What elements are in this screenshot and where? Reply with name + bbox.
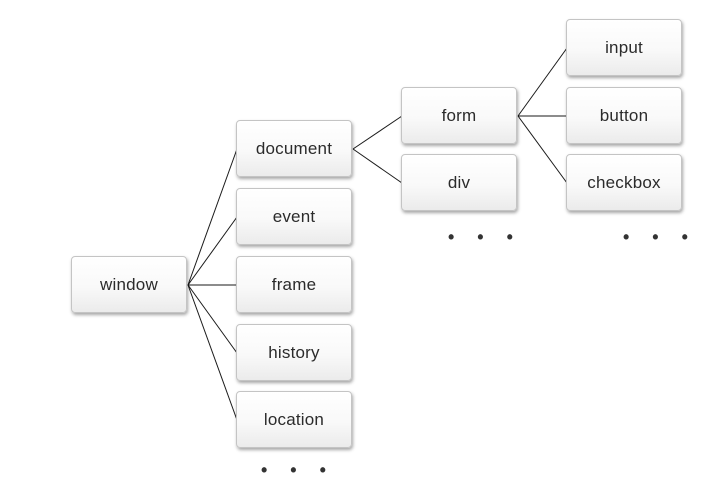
node-checkbox: checkbox [566, 154, 682, 211]
connector-form-checkbox [517, 115, 568, 184]
node-label: button [599, 105, 649, 125]
node-window: window [71, 256, 187, 313]
node-event: event [236, 188, 352, 245]
node-input: input [566, 19, 682, 76]
node-label: location [263, 409, 325, 429]
connector-window-history [187, 284, 238, 354]
connector-window-event [187, 216, 238, 286]
node-history: history [236, 324, 352, 381]
node-document: document [236, 120, 352, 177]
connector-window-location [187, 284, 238, 421]
node-label: input [605, 37, 643, 57]
node-label: checkbox [587, 172, 661, 192]
node-label: event [272, 206, 316, 226]
node-form: form [401, 87, 517, 144]
node-label: window [100, 274, 158, 294]
ellipsis-level1: • • • [261, 460, 335, 480]
node-label: history [268, 342, 320, 362]
connector-document-div [352, 148, 403, 184]
node-button: button [566, 87, 682, 144]
node-label: document [255, 138, 333, 158]
ellipsis-level2: • • • [448, 227, 522, 247]
node-frame: frame [236, 256, 352, 313]
ellipsis-level3: • • • [623, 227, 697, 247]
node-location: location [236, 391, 352, 448]
connector-window-document [187, 148, 238, 286]
node-label: form [441, 105, 477, 125]
node-div: div [401, 154, 517, 211]
connector-form-input [517, 47, 568, 117]
node-label: frame [271, 274, 317, 294]
node-label: div [447, 172, 471, 192]
connector-document-form [352, 115, 403, 150]
